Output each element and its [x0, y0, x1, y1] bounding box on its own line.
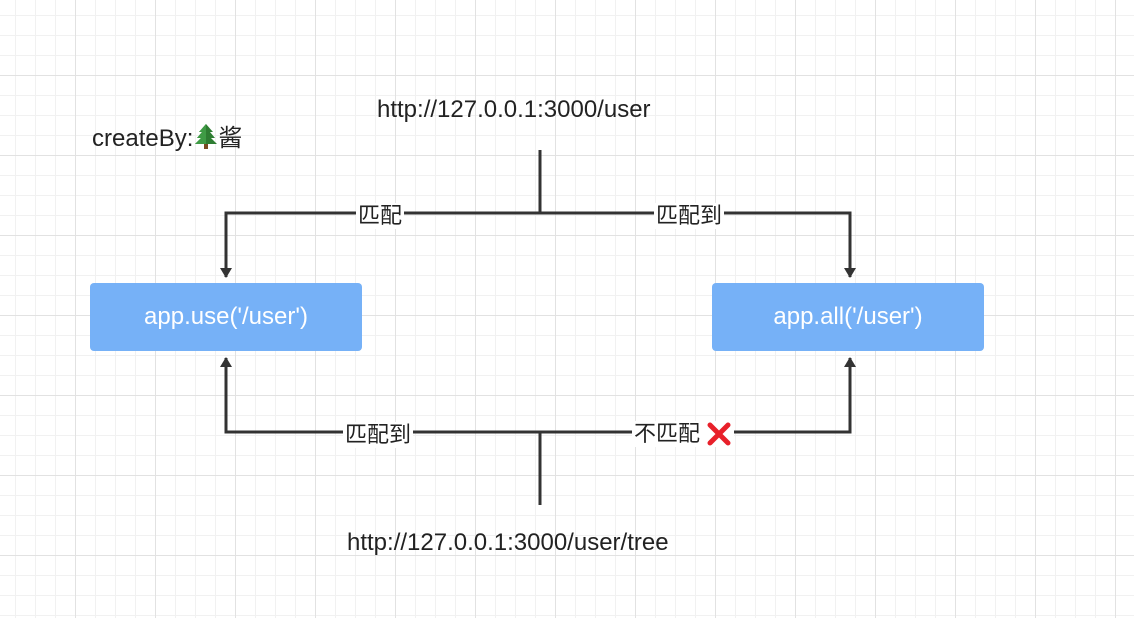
edge-label-top-right: 匹配到 [654, 203, 725, 229]
edge-label-top-right-text: 匹配到 [656, 203, 723, 228]
edge-label-bottom-right-text: 不匹配 [634, 421, 701, 446]
credit-label: createBy: [92, 125, 194, 152]
bottom-to-use-connector [220, 357, 540, 434]
app-all-node: app.all('/user') [712, 283, 984, 351]
top-to-all-connector [540, 211, 856, 278]
edge-label-bottom-right: 不匹配 [632, 421, 735, 447]
credit-line: createBy: 酱 [92, 123, 242, 153]
edge-label-top-left-text: 匹配 [358, 203, 403, 228]
edge-label-top-left: 匹配 [356, 203, 405, 229]
top-to-use-connector [220, 211, 540, 278]
edge-label-bottom-left: 匹配到 [343, 422, 414, 448]
evergreen-tree-icon [195, 124, 218, 149]
app-all-node-label: app.all('/user') [773, 303, 923, 330]
bottom-url-label: http://127.0.0.1:3000/user/tree [347, 529, 669, 556]
app-use-node-label: app.use('/user') [144, 303, 308, 330]
edge-label-bottom-left-text: 匹配到 [345, 422, 412, 447]
top-url-label: http://127.0.0.1:3000/user [377, 96, 651, 123]
credit-name: 酱 [218, 125, 243, 152]
app-use-node: app.use('/user') [90, 283, 362, 351]
cross-mark-icon [707, 422, 731, 446]
